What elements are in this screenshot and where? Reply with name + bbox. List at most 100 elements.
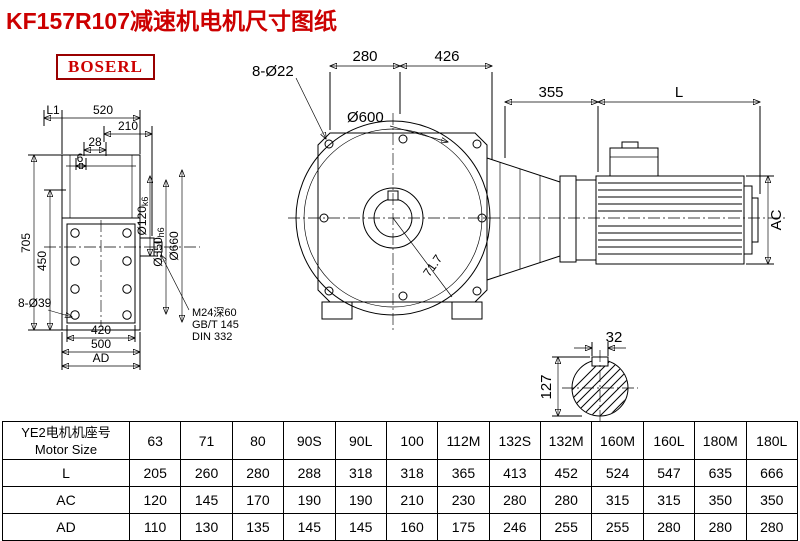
- size-col-header: 63: [128, 421, 182, 460]
- dim-value-cell: 280: [488, 486, 542, 514]
- extension-lines: [552, 342, 609, 417]
- motor-side-view: [486, 141, 759, 281]
- flange-front-view: [288, 113, 788, 332]
- size-col-header: 90S: [283, 421, 336, 460]
- dim-value-cell: 413: [488, 459, 542, 487]
- size-col-header: 112M: [437, 421, 490, 460]
- dim-280-label: 280: [352, 48, 377, 65]
- dim-O600-label: Ø600: [347, 109, 384, 126]
- dim-value-cell: 280: [745, 513, 798, 541]
- dim-127-label: 127: [538, 374, 555, 399]
- dim-500-label: 500: [91, 337, 111, 351]
- foot-left: [321, 301, 353, 320]
- dim-value-cell: 315: [642, 486, 696, 514]
- dim-value-cell: 135: [231, 513, 285, 541]
- size-col-header: 160L: [642, 421, 696, 460]
- dim-value-cell: 160: [385, 513, 439, 541]
- dim-value-cell: 350: [694, 486, 747, 514]
- dim-L-label: L: [675, 84, 683, 101]
- row-label-L: L: [2, 459, 130, 487]
- page-title: KF157R107减速机电机尺寸图纸: [6, 8, 338, 34]
- dim-value-cell: 260: [180, 459, 233, 487]
- dim-value-cell: 255: [591, 513, 644, 541]
- motor-size-table: YE2电机机座号 Motor Size 63 71 80 90S 90L 100…: [2, 421, 798, 541]
- dim-value-cell: 190: [283, 486, 336, 514]
- extension-lines: [329, 72, 493, 160]
- dim-value-cell: 315: [591, 486, 644, 514]
- dim-value-cell: 175: [437, 513, 490, 541]
- size-col-header: 180M: [694, 421, 747, 460]
- dim-value-cell: 110: [128, 513, 182, 541]
- dim-L1-label: L1: [46, 103, 60, 117]
- dim-value-cell: 635: [694, 459, 747, 487]
- dim-value-cell: 170: [231, 486, 285, 514]
- dim-value-cell: 318: [334, 459, 387, 487]
- dim-6-label: 6: [77, 151, 84, 165]
- size-col-header: 180L: [745, 421, 798, 460]
- size-col-header: 100: [385, 421, 439, 460]
- dim-value-cell: 230: [437, 486, 490, 514]
- flange-dimensions: 280 426 8-Ø22 Ø600 71.7: [252, 48, 493, 279]
- motor-size-header-cn: YE2电机机座号: [21, 424, 111, 440]
- dim-value-cell: 318: [385, 459, 439, 487]
- motor-size-header-cell: YE2电机机座号 Motor Size: [2, 421, 130, 460]
- dim-210-label: 210: [118, 119, 138, 133]
- gearbox-side-view: [44, 154, 200, 331]
- dim-value-cell: 288: [283, 459, 336, 487]
- size-col-header: 160M: [591, 421, 644, 460]
- fan-cover: [743, 185, 753, 255]
- dim-value-cell: 145: [334, 513, 387, 541]
- size-col-header: 80: [231, 421, 285, 460]
- dim-420-label: 420: [91, 323, 111, 337]
- foot-right: [451, 301, 483, 320]
- size-col-header: 71: [180, 421, 233, 460]
- dim-450-label: 450: [35, 251, 49, 271]
- row-label-AD: AD: [2, 513, 130, 541]
- dim-value-cell: 205: [128, 459, 182, 487]
- dim-value-cell: 130: [180, 513, 233, 541]
- dim-value-cell: 280: [642, 513, 696, 541]
- extension-lines: [504, 106, 774, 265]
- table-row-AD: AD 110 130 135 145 145 160 175 246 255 2…: [2, 513, 798, 541]
- dim-value-cell: 120: [128, 486, 182, 514]
- size-col-header: 90L: [334, 421, 387, 460]
- dim-value-cell: 524: [591, 459, 644, 487]
- dim-value-cell: 280: [694, 513, 747, 541]
- motor-cooling-fins: [598, 182, 742, 255]
- table-row-L: L 205 260 280 288 318 318 365 413 452 52…: [2, 459, 798, 487]
- holes-8-O39-label: 8-Ø39: [18, 296, 52, 310]
- dim-28-label: 28: [88, 135, 102, 149]
- shaft-hatching: [572, 360, 628, 416]
- dim-AD-label: AD: [93, 351, 110, 365]
- dim-value-cell: 210: [385, 486, 439, 514]
- motor-dimensions: 355 L AC: [504, 84, 785, 265]
- shaft-section-view: [562, 350, 638, 421]
- dim-value-cell: 190: [334, 486, 387, 514]
- dim-426-label: 426: [434, 48, 459, 65]
- size-col-header: 132M: [539, 421, 593, 460]
- motor-size-header-en: Motor Size: [34, 441, 98, 457]
- dim-AC-label: AC: [768, 209, 785, 230]
- dim-value-cell: 145: [180, 486, 233, 514]
- dim-32-label: 32: [606, 329, 623, 346]
- size-col-header: 132S: [488, 421, 542, 460]
- row-label-AC: AC: [2, 486, 130, 514]
- dim-value-cell: 255: [539, 513, 593, 541]
- table-row-AC: AC 120 145 170 190 190 210 230 280 280 3…: [2, 486, 798, 514]
- dim-value-cell: 350: [745, 486, 798, 514]
- dim-value-cell: 145: [283, 513, 336, 541]
- dim-value-cell: 246: [488, 513, 542, 541]
- dim-value-cell: 452: [539, 459, 593, 487]
- dim-value-cell: 666: [745, 459, 798, 487]
- mounting-holes-8xO39: [70, 228, 132, 320]
- dim-O660-label: Ø660: [167, 231, 181, 261]
- holes-8-O22-label: 8-Ø22: [252, 63, 294, 80]
- dim-520-label: 520: [93, 103, 113, 117]
- technical-drawing: L1 520 210 28 6 705 450 8-Ø39 420 500 AD…: [18, 48, 788, 421]
- angle-71-7-label: 71.7: [420, 252, 445, 279]
- brand-logo: BOSERL: [56, 54, 155, 80]
- dim-355-label: 355: [538, 84, 563, 101]
- dim-value-cell: 280: [539, 486, 593, 514]
- terminal-box: [609, 147, 659, 177]
